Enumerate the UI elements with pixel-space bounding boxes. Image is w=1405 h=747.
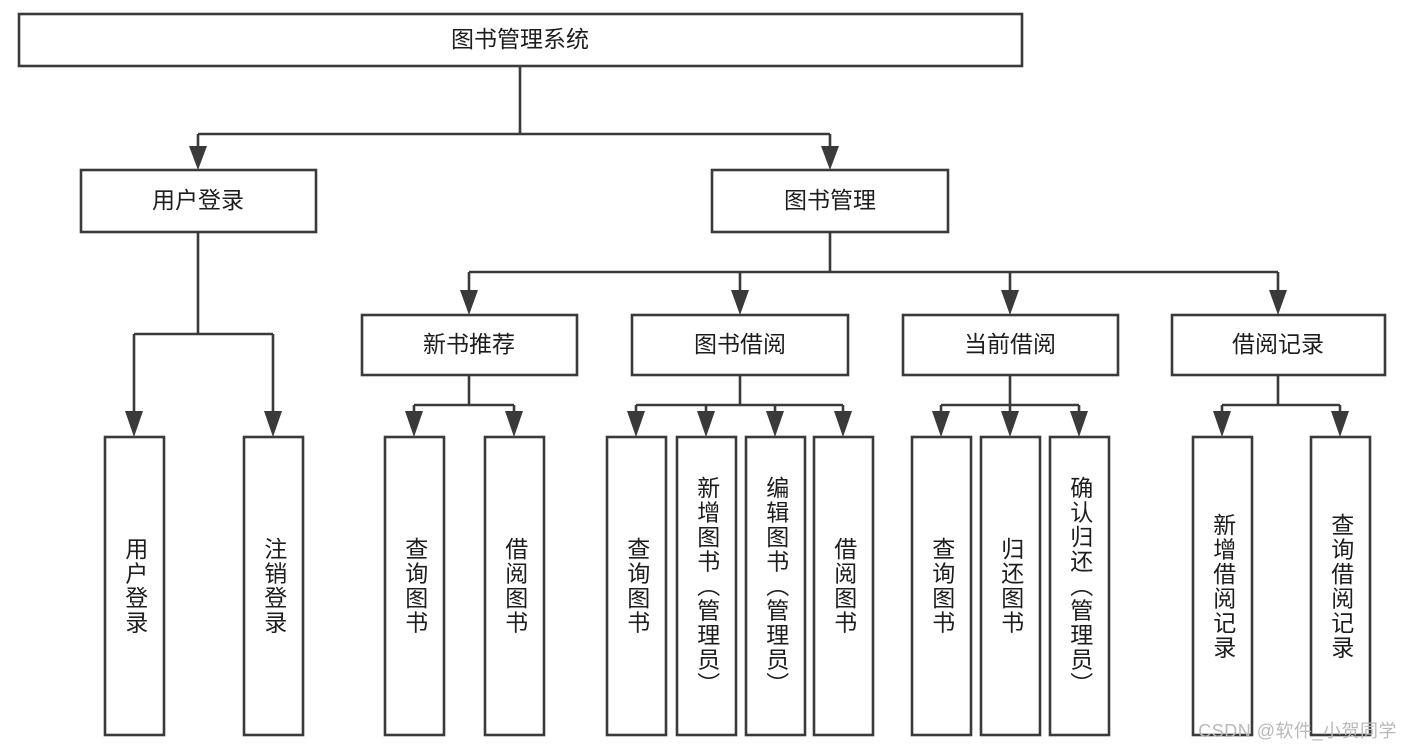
label-current-borrow: 当前借阅 [964,331,1056,357]
arrow-head-book-mgmt [821,146,839,170]
node-new-book-rec[interactable] [360,313,579,377]
arrow-head-leaf-add-record [1213,411,1231,437]
node-leaf-query-book-1[interactable] [383,435,446,737]
arrow-head-leaf-logout [264,411,282,437]
arrow-head-book-borrow [731,290,749,315]
node-leaf-query-book-3[interactable] [910,435,973,737]
arrow-head-leaf-query-record [1331,411,1349,437]
arrow-head-new-book-rec [460,290,478,315]
arrow-head-leaf-query-book-1 [405,411,423,437]
node-leaf-borrow-book-2[interactable] [812,435,875,737]
arrow-head-leaf-add-book [697,411,715,437]
node-current-borrow[interactable] [901,313,1120,377]
arrow-head-leaf-query-book-2 [627,411,645,437]
arrow-head-leaf-borrow-book-1 [505,411,523,437]
node-leaf-logout[interactable] [242,435,305,737]
label-new-book-rec: 新书推荐 [423,331,515,357]
node-layer [17,12,1387,737]
node-user-login[interactable] [79,168,318,234]
arrow-head-borrow-record [1269,290,1287,315]
arrow-head-leaf-borrow-book-2 [834,411,852,437]
node-leaf-return-book[interactable] [979,435,1042,737]
arrow-head-leaf-return-book [1001,411,1019,437]
arrow-head-leaf-edit-book [766,411,784,437]
node-leaf-query-record[interactable] [1309,435,1372,737]
node-leaf-edit-book[interactable] [744,435,807,737]
arrow-head-user-login [189,146,207,170]
horizontal-label-layer: 图书管理系统 用户登录 图书管理 新书推荐 图书借阅 当前借阅 借阅记录 [152,26,1324,357]
arrow-head-leaf-confirm-return [1070,411,1088,437]
node-leaf-query-book-2[interactable] [605,435,668,737]
arrow-head-leaf-query-book-3 [932,411,950,437]
node-borrow-record[interactable] [1170,313,1387,377]
label-user-login: 用户登录 [152,187,244,213]
label-book-borrow: 图书借阅 [694,331,786,357]
arrow-head-current-borrow [1001,290,1019,315]
node-book-borrow[interactable] [630,313,850,377]
label-root: 图书管理系统 [451,26,589,52]
label-borrow-record: 借阅记录 [1232,331,1324,357]
node-leaf-user-login[interactable] [103,435,166,737]
csdn-watermark: CSDN @软件_小贺同学 [1198,721,1397,741]
node-leaf-add-record[interactable] [1191,435,1254,737]
node-root[interactable] [17,12,1024,68]
node-book-mgmt[interactable] [710,168,950,234]
node-leaf-borrow-book-1[interactable] [483,435,546,737]
node-leaf-add-book[interactable] [675,435,738,737]
arrow-head-leaf-user-login [125,411,143,437]
node-leaf-confirm-return[interactable] [1048,435,1111,737]
connector-layer [125,66,1349,437]
label-book-mgmt: 图书管理 [784,187,876,213]
